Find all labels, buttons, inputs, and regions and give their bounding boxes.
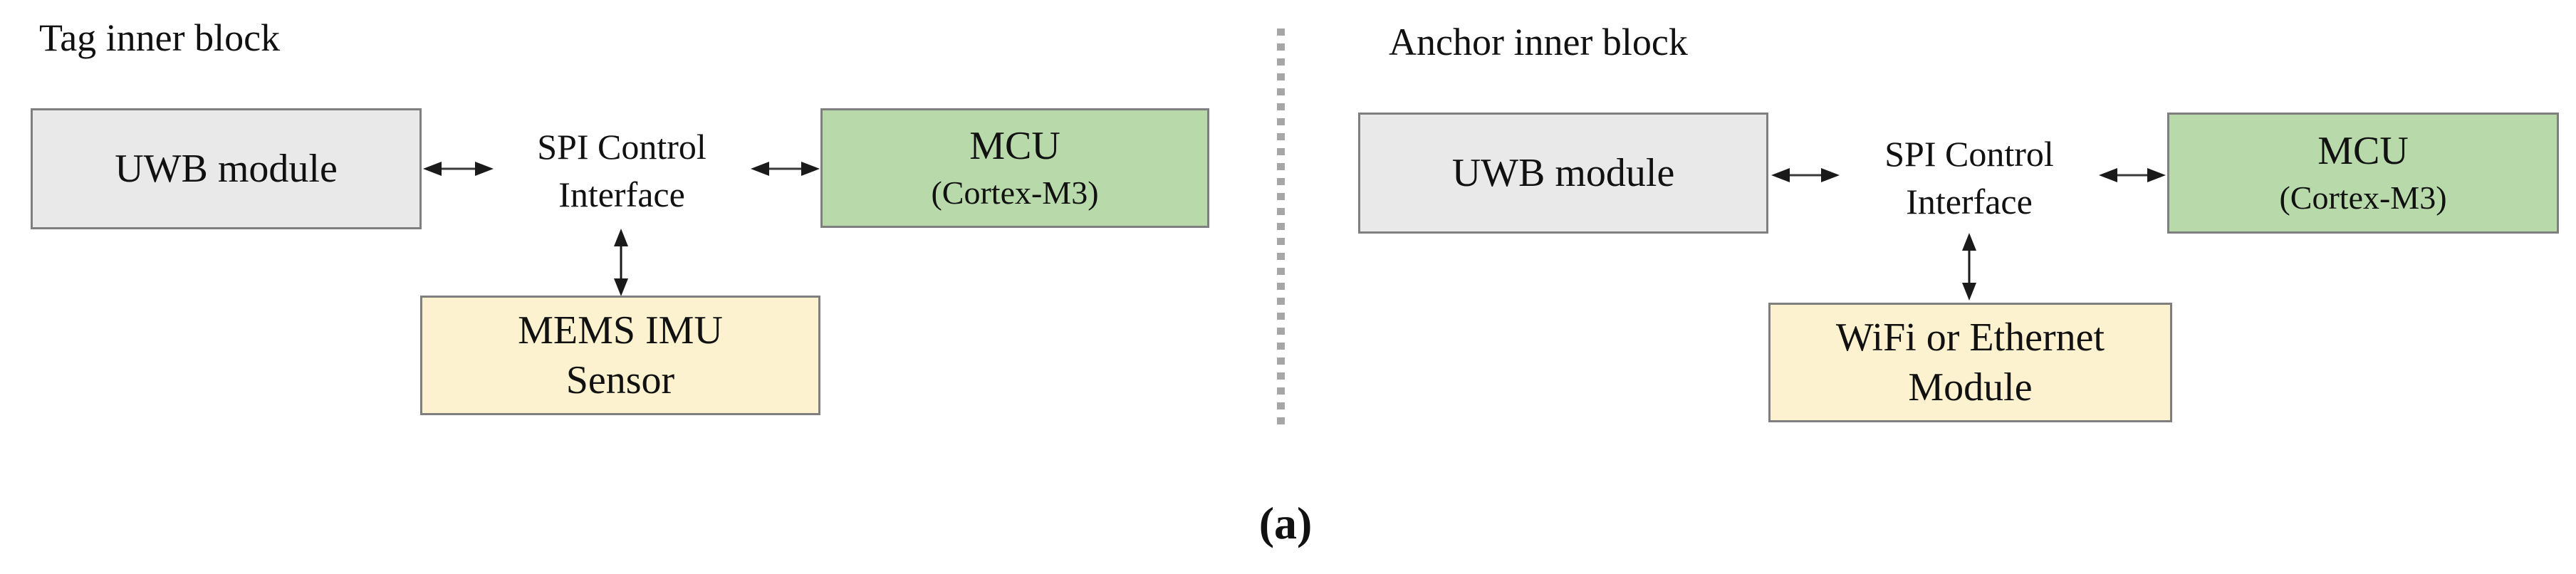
tag-mcu-sublabel: (Cortex-M3) (931, 174, 1099, 211)
tag-uwb-spi-arrow-icon (422, 156, 494, 182)
anchor-wifi-ethernet-box: WiFi or Ethernet Module (1768, 303, 2172, 422)
tag-spi-imu-arrow-icon (608, 228, 634, 297)
anchor-uwb-module-box: UWB module (1358, 113, 1768, 234)
anchor-mcu-label: MCU (2317, 129, 2409, 173)
tag-uwb-module-label: UWB module (115, 147, 338, 191)
anchor-spi-wifi-arrow-icon (1956, 232, 1982, 301)
tag-spi-control-interface-label: SPI Control Interface (491, 123, 752, 219)
tag-mems-imu-sensor-box: MEMS IMU Sensor (420, 296, 820, 415)
anchor-mcu-sublabel: (Cortex-M3) (2279, 179, 2447, 216)
tag-spi-mcu-arrow-icon (750, 156, 820, 182)
tag-uwb-module-box: UWB module (31, 108, 422, 229)
figure-caption: (a) (1258, 498, 1313, 548)
tag-mcu-box: MCU (Cortex-M3) (820, 108, 1209, 228)
panel-divider-dotted-line (1277, 28, 1285, 426)
tag-mcu-label: MCU (969, 124, 1060, 168)
tag-peripheral-line1: MEMS IMU (518, 308, 723, 353)
tag-spi-line1: SPI Control (537, 127, 706, 167)
anchor-spi-line2: Interface (1906, 182, 2033, 221)
anchor-spi-control-interface-label: SPI Control Interface (1839, 130, 2100, 226)
anchor-uwb-module-label: UWB module (1451, 151, 1675, 195)
tag-peripheral-line2: Sensor (565, 358, 675, 402)
tag-panel-title: Tag inner block (39, 16, 281, 59)
anchor-peripheral-line1: WiFi or Ethernet (1835, 315, 2105, 360)
anchor-spi-line1: SPI Control (1884, 134, 2054, 174)
anchor-panel-title: Anchor inner block (1389, 21, 1688, 63)
tag-spi-line2: Interface (558, 174, 685, 214)
anchor-peripheral-line2: Module (1908, 365, 2033, 409)
anchor-spi-mcu-arrow-icon (2098, 162, 2166, 188)
anchor-uwb-spi-arrow-icon (1771, 162, 1840, 188)
anchor-mcu-box: MCU (Cortex-M3) (2167, 113, 2559, 234)
